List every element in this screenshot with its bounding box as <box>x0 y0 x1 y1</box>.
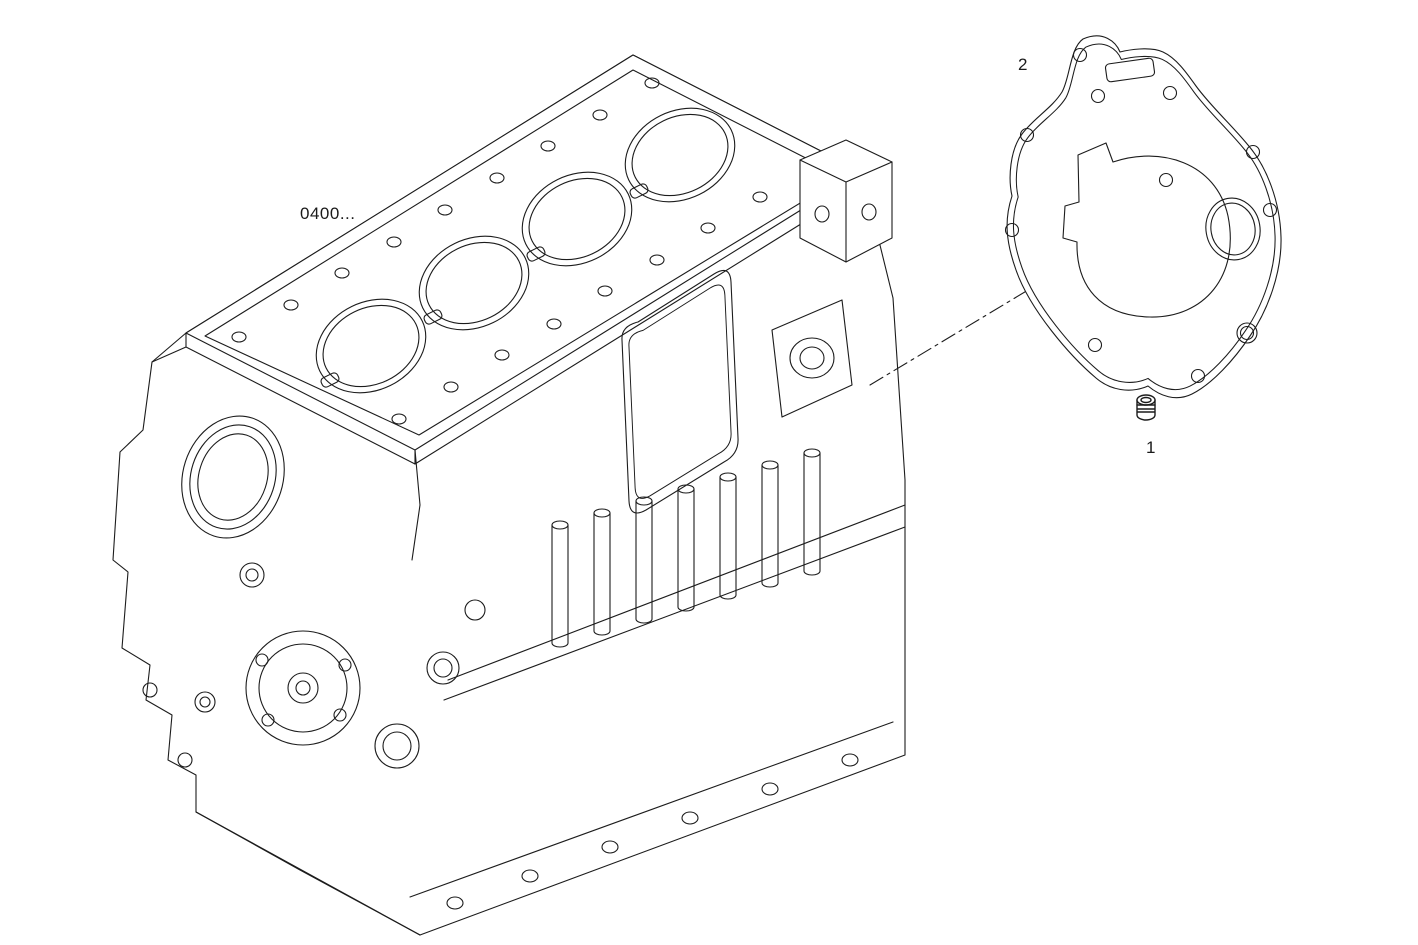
flywheel-housing-gasket-drawing <box>1004 35 1282 399</box>
callout-plug[interactable]: 1 <box>1146 438 1156 457</box>
plug-drawing <box>1136 394 1156 421</box>
callout-gasket[interactable]: 2 <box>1018 55 1028 74</box>
engine-block-drawing <box>112 54 906 936</box>
engine-block-reference-label[interactable]: 0400... <box>300 204 356 223</box>
assembly-leader-line <box>869 229 1129 386</box>
